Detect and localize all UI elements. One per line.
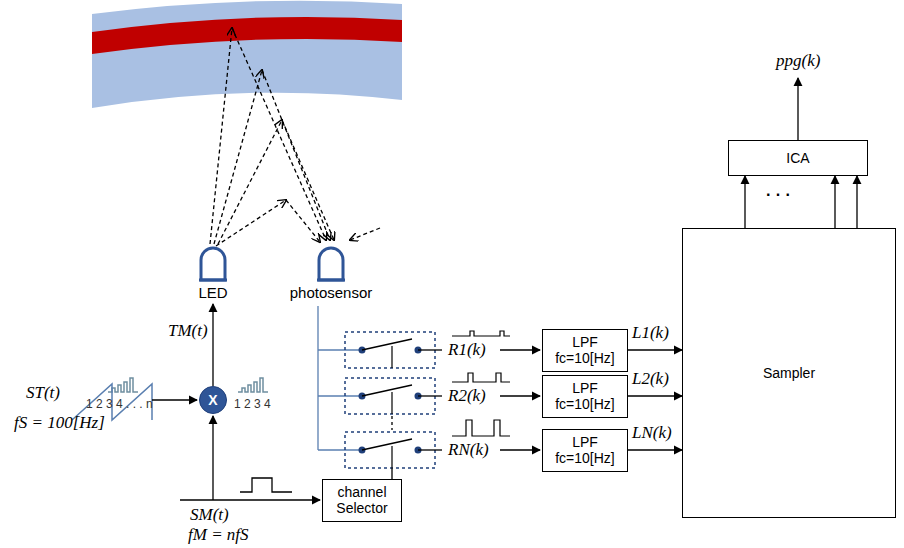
node-text: Sampler bbox=[763, 365, 815, 381]
selector-box: channel Selector bbox=[322, 479, 402, 522]
tissue-band bbox=[92, 1, 402, 108]
led: LED bbox=[183, 244, 243, 304]
photosensor: photosensor bbox=[281, 244, 381, 304]
signal-wire bbox=[180, 499, 320, 500]
switch-control bbox=[391, 446, 392, 468]
signal-label: ST(t) bbox=[26, 384, 60, 403]
pulse-index: 1 2 3 4 . . . n bbox=[86, 398, 153, 411]
signal-label: L1(k) bbox=[632, 324, 669, 343]
node-text: ICA bbox=[786, 150, 809, 166]
signal-label: ppg(k) bbox=[776, 52, 820, 71]
switch-lever bbox=[362, 385, 412, 396]
node-text: X bbox=[208, 392, 217, 408]
pulse-train bbox=[108, 378, 268, 392]
switch-control bbox=[391, 346, 392, 368]
switch-output bbox=[418, 350, 540, 450]
multiplier-circle: X bbox=[199, 386, 227, 414]
signal-label: L2(k) bbox=[632, 370, 669, 389]
connector-arrow bbox=[628, 449, 682, 450]
signal-label: R1(k) bbox=[448, 341, 486, 360]
switch-group bbox=[345, 332, 435, 468]
node-text: LPF fc=10[Hz] bbox=[555, 380, 615, 412]
lpf-box: LPF fc=10[Hz] bbox=[542, 375, 628, 418]
signal-wire bbox=[152, 399, 197, 400]
signal-wire bbox=[212, 416, 213, 500]
signal-label: LN(k) bbox=[632, 424, 672, 443]
switch-control bbox=[391, 392, 392, 414]
signal-label: R2(k) bbox=[448, 387, 486, 406]
sampler-box: Sampler bbox=[682, 228, 896, 518]
node-text: LED bbox=[183, 284, 243, 301]
connector-arrow bbox=[834, 176, 835, 228]
connector-arrow bbox=[212, 304, 213, 386]
node-text: LPF fc=10[Hz] bbox=[555, 434, 615, 466]
node-text: channel Selector bbox=[336, 484, 387, 516]
signal-label: · · · bbox=[766, 186, 791, 204]
node-text: LPF fc=10[Hz] bbox=[555, 334, 615, 366]
switch-lever bbox=[362, 439, 412, 450]
signal-label: fS = 100[Hz] bbox=[14, 414, 105, 433]
pulse-index: 1 2 3 4 bbox=[234, 398, 271, 411]
control-wire bbox=[391, 416, 392, 430]
optic-dome bbox=[198, 244, 228, 282]
sensor-wire bbox=[318, 306, 362, 450]
signal-label: fM = nfS bbox=[188, 526, 249, 545]
connector-arrow bbox=[856, 176, 857, 228]
signal-label: TM(t) bbox=[168, 322, 208, 341]
blood-layer bbox=[92, 17, 402, 54]
lpf-box: LPF fc=10[Hz] bbox=[542, 429, 628, 472]
square-wave bbox=[240, 478, 292, 492]
optic-dome bbox=[316, 244, 346, 282]
node-text: photosensor bbox=[281, 284, 381, 301]
light-path bbox=[210, 28, 380, 246]
switch-lever bbox=[362, 339, 412, 350]
connector-arrow bbox=[744, 176, 745, 228]
connector-arrow bbox=[628, 395, 682, 396]
lpf-box: LPF fc=10[Hz] bbox=[542, 329, 628, 372]
signal-label: SM(t) bbox=[190, 506, 229, 525]
signal-label: RN(k) bbox=[448, 441, 489, 460]
ica-box: ICA bbox=[728, 140, 868, 176]
connector-arrow bbox=[628, 349, 682, 350]
output-arrow bbox=[797, 78, 798, 140]
